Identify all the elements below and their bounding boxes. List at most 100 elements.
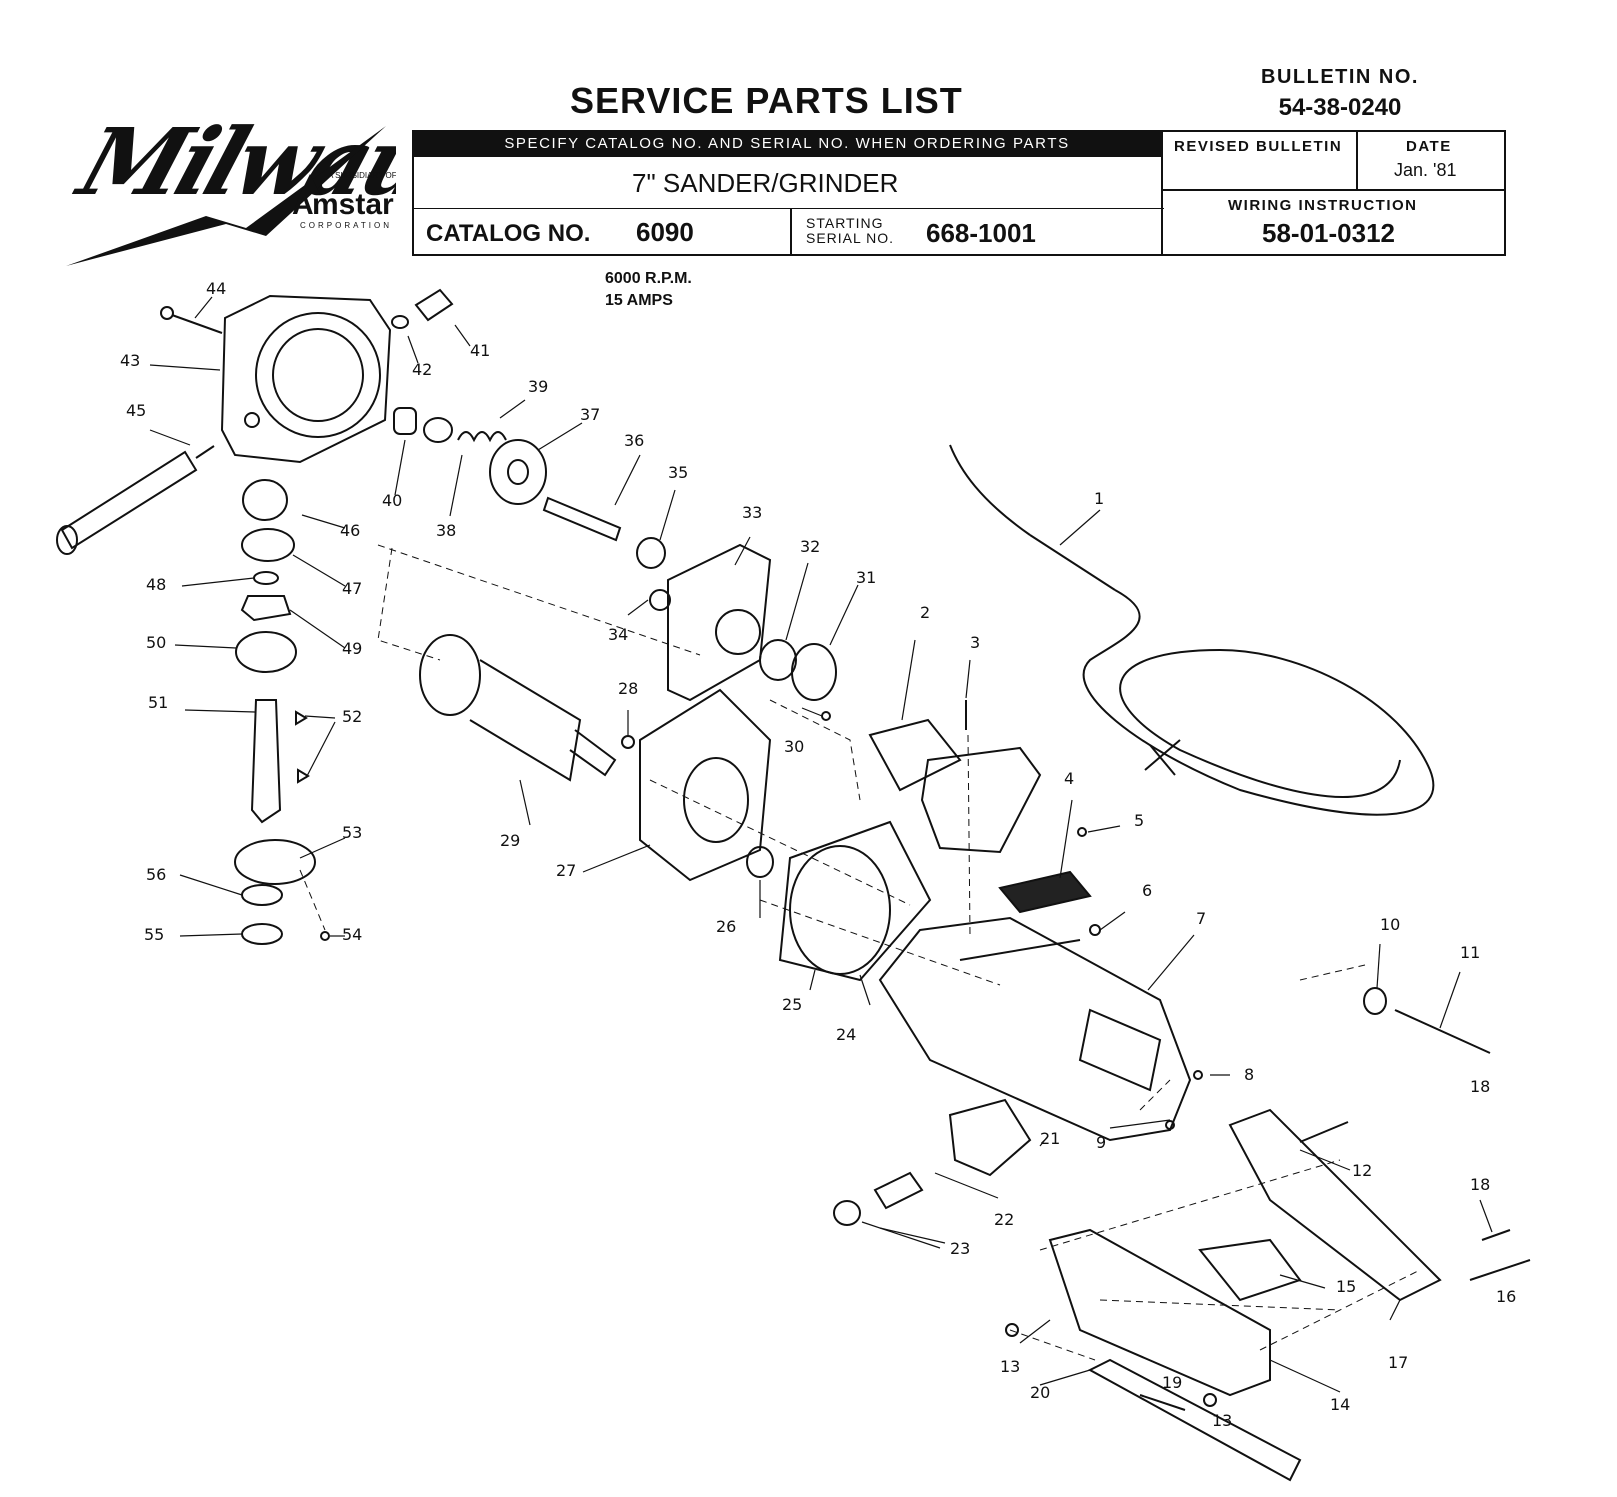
bulletin-number: 54-38-0240 — [1278, 94, 1402, 121]
callout-40: 40 — [382, 491, 402, 510]
bulletin-label: BULLETIN NO. — [1261, 66, 1419, 88]
bevel-gear-46-part — [242, 479, 288, 521]
callout-18a: 18 — [1470, 1077, 1490, 1096]
screw-18a-part — [1299, 1121, 1349, 1143]
screw-19-part — [1139, 1394, 1186, 1411]
switch-cover-part — [868, 718, 1042, 854]
vent-grille-part — [998, 870, 1092, 914]
motor-housing-shell-part — [778, 820, 932, 982]
callout-44: 44 — [206, 279, 226, 298]
svg-text:CORPORATION: CORPORATION — [300, 221, 392, 230]
assembly-lines — [299, 544, 1421, 1361]
screw-9-part — [1165, 1120, 1175, 1130]
bushing-10-part — [1363, 987, 1387, 1015]
callout-18b: 18 — [1470, 1175, 1490, 1194]
callout-50: 50 — [146, 633, 166, 652]
fan-baffle-plate-part — [667, 543, 772, 702]
callout-20: 20 — [1030, 1383, 1050, 1402]
callout-19: 19 — [1162, 1373, 1182, 1392]
serial-label-top: STARTING — [806, 215, 884, 231]
leader-lines — [149, 296, 1493, 1393]
callout-47: 47 — [342, 579, 362, 598]
callout-6: 6 — [1142, 881, 1152, 900]
callout-5: 5 — [1134, 811, 1144, 830]
bearing-50-part — [235, 631, 297, 673]
callout-55: 55 — [144, 925, 164, 944]
callout-2: 2 — [920, 603, 930, 622]
callout-11: 11 — [1460, 943, 1480, 962]
callout-24: 24 — [836, 1025, 856, 1044]
amps-spec: 15 AMPS — [605, 292, 673, 309]
handle-part — [1048, 1228, 1271, 1397]
callout-34: 34 — [608, 625, 628, 644]
callout-3: 3 — [970, 633, 980, 652]
wiring-label: WIRING INSTRUCTION — [1228, 197, 1418, 214]
specify-notice: SPECIFY CATALOG NO. AND SERIAL NO. WHEN … — [413, 131, 1161, 157]
callout-56: 56 — [146, 865, 166, 884]
side-handle-part — [56, 445, 215, 555]
switch-part — [1198, 1238, 1302, 1302]
callout-30: 30 — [784, 737, 804, 756]
screw-6-part — [1089, 924, 1101, 936]
tool-name: 7" SANDER/GRINDER — [632, 168, 899, 198]
callout-29: 29 — [500, 831, 520, 850]
brush-holder-part — [948, 1098, 1032, 1177]
date-cell-divider — [1356, 130, 1358, 190]
spindle-lock-part — [391, 288, 454, 329]
callout-14: 14 — [1330, 1395, 1350, 1414]
ring-48-part — [253, 571, 279, 585]
motor-specs: 6000 R.P.M. 15 AMPS — [605, 268, 692, 312]
callout-42: 42 — [412, 360, 432, 379]
callout-10: 10 — [1380, 915, 1400, 934]
callout-13a: 13 — [1000, 1357, 1020, 1376]
callout-45: 45 — [126, 401, 146, 420]
callout-28: 28 — [618, 679, 638, 698]
pinion-assembly-part — [393, 407, 507, 443]
nut-49-part — [240, 595, 292, 622]
date-value: Jan. '81 — [1394, 160, 1457, 180]
bearing-34-part — [649, 589, 671, 611]
milwaukee-logo: Milwaukee A SUBSIDIARY OF mstar A CORPOR… — [64, 108, 396, 266]
plate-53-part — [234, 839, 316, 885]
callout-33: 33 — [742, 503, 762, 522]
key-52-part — [295, 710, 310, 784]
callout-52: 52 — [342, 707, 362, 726]
catalog-row-divider — [412, 208, 1164, 210]
callout-36: 36 — [624, 431, 644, 450]
callout-16: 16 — [1496, 1287, 1516, 1306]
callout-26: 26 — [716, 917, 736, 936]
bearing-35-part — [636, 537, 666, 569]
date-label: DATE — [1406, 138, 1452, 155]
callout-1: 1 — [1094, 489, 1104, 508]
callout-35: 35 — [668, 463, 688, 482]
callout-54: 54 — [342, 925, 362, 944]
armature-shaft-part — [542, 496, 622, 542]
callout-13b: 13 — [1212, 1411, 1232, 1430]
svg-text:mstar: mstar — [312, 188, 394, 221]
power-cord-part — [949, 444, 1435, 816]
svg-text:A: A — [292, 188, 314, 221]
washer-55-part — [241, 923, 283, 945]
callout-27: 27 — [556, 861, 576, 880]
callout-labels: 1234567891011121313141516171818192021222… — [120, 279, 1516, 1430]
callout-17: 17 — [1388, 1353, 1408, 1372]
callout-46: 46 — [340, 521, 360, 540]
callout-15: 15 — [1336, 1277, 1356, 1296]
callout-38: 38 — [436, 521, 456, 540]
serial-number: 668-1001 — [926, 218, 1036, 248]
brush-cap-part — [833, 1200, 861, 1226]
callout-4: 4 — [1064, 769, 1074, 788]
field-part — [639, 688, 772, 882]
wiring-number: 58-01-0312 — [1262, 218, 1395, 248]
spiral-gear-part — [489, 439, 547, 505]
callout-22: 22 — [994, 1210, 1014, 1229]
gear-case-part — [220, 294, 392, 464]
callout-8: 8 — [1244, 1065, 1254, 1084]
bushing-26-part — [746, 846, 774, 878]
bearing-32-part — [759, 639, 797, 681]
flange-56-part — [241, 884, 283, 906]
callout-23: 23 — [950, 1239, 970, 1258]
screw-18b-part — [1481, 1229, 1511, 1241]
